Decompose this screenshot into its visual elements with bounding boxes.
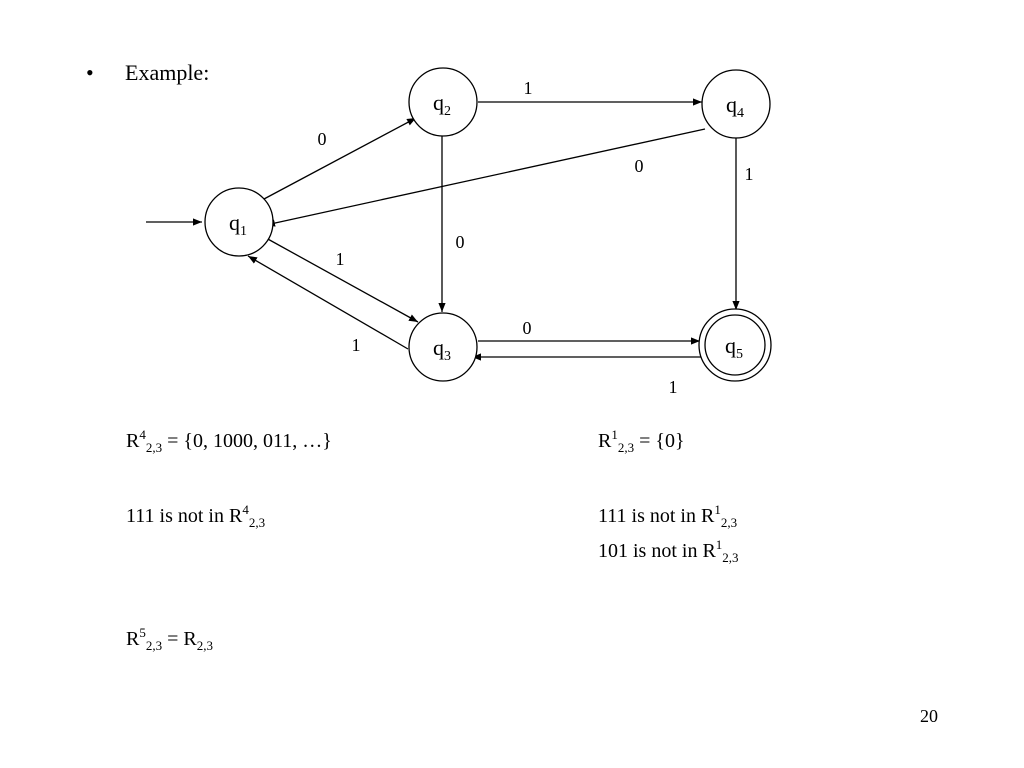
- edge-label-q5-q3: 1: [669, 377, 678, 397]
- edge-label-q4-q1: 0: [635, 156, 644, 176]
- state-q2: [408, 67, 478, 137]
- edge-label-q2-q4: 1: [524, 78, 533, 98]
- edge-label-q2-q3: 0: [456, 232, 465, 252]
- state-q5: [704, 314, 766, 376]
- edge-label-q1-q2: 0: [318, 129, 327, 149]
- state-q2-label: q2: [433, 90, 451, 119]
- statement-not-in-r1-b: 101 is not in R12,3: [598, 537, 739, 565]
- state-q1-label: q1: [229, 210, 247, 239]
- state-q5-outer-ring: [698, 308, 772, 382]
- statement-not-in-r1-a: 111 is not in R12,3: [598, 502, 738, 530]
- edge-label-q3-q1: 1: [352, 335, 361, 355]
- edge-label-q4-q5: 1: [745, 164, 754, 184]
- equation-r5: R52,3 = R2,3: [126, 625, 213, 653]
- edge-q4-q1: [265, 128, 706, 227]
- bullet-marker: •: [86, 60, 94, 85]
- statement-not-in-r4: 111 is not in R42,3: [126, 502, 266, 530]
- edge-q3-q1: [247, 255, 409, 350]
- edge-q1-q2: [263, 117, 417, 200]
- state-q3-label: q3: [433, 335, 451, 364]
- equation-r1: R12,3 = {0}: [598, 427, 685, 455]
- edge-label-q1-q3: 1: [336, 249, 345, 269]
- state-q5-label: q5: [725, 333, 743, 362]
- page-number: 20: [920, 706, 938, 726]
- state-q1: [204, 187, 274, 257]
- state-q3: [408, 312, 478, 382]
- state-q4: [701, 69, 771, 139]
- edge-label-q3-q5: 0: [523, 318, 532, 338]
- slide-heading: Example:: [125, 60, 210, 85]
- edge-q1-q3: [265, 237, 419, 323]
- equation-r4: R42,3 = {0, 1000, 011, …}: [126, 427, 332, 455]
- state-q4-label: q4: [726, 92, 744, 121]
